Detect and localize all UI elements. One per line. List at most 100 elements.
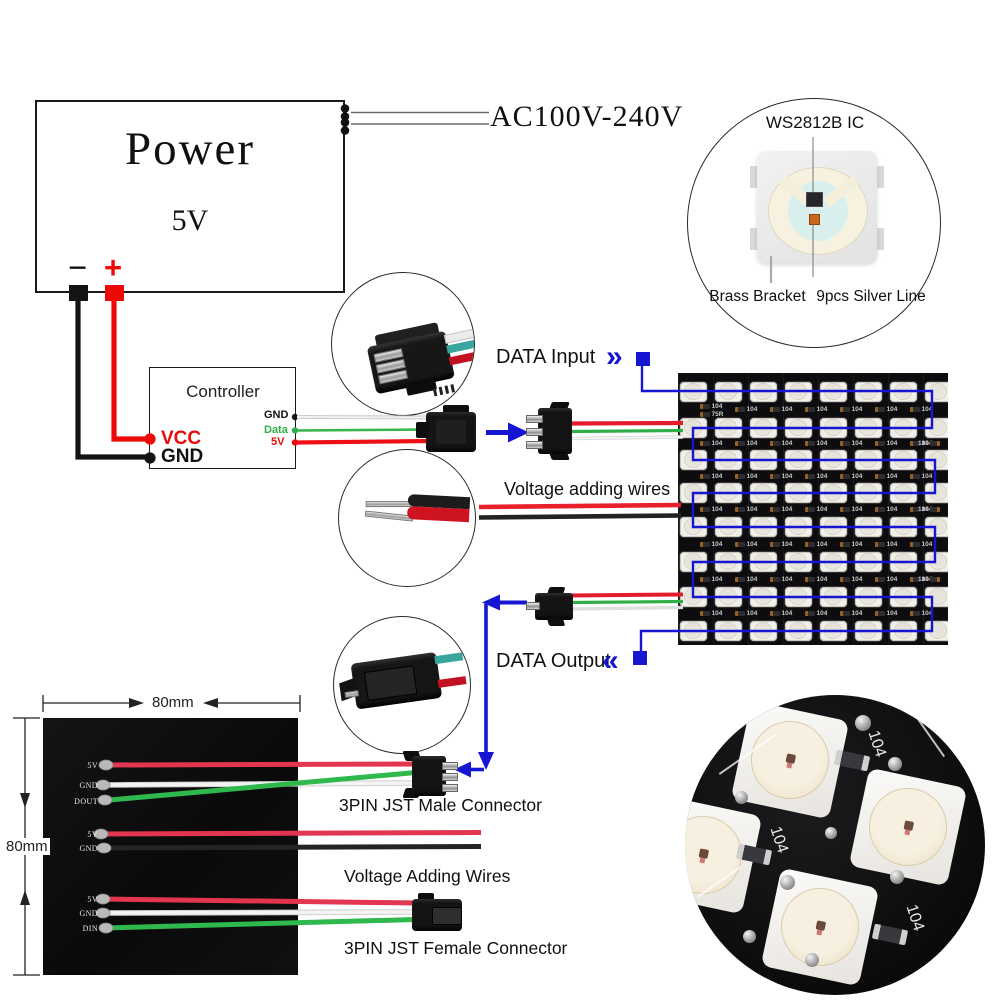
led-cell [749,418,777,438]
package-pad-icon [750,166,759,188]
closeup-led [730,700,850,820]
led-cell [749,517,777,537]
led-cell [749,621,777,641]
width-dimension-label: 80mm [150,694,196,711]
capacitor-104: 104 [735,541,757,548]
capacitor-104: 104 [840,610,862,617]
capacitor-104: 104 [700,541,722,548]
led-cell [784,483,812,503]
solder-blob [888,757,902,771]
led-cell [889,587,917,607]
led-cell [679,382,707,402]
led-cell [784,621,812,641]
led-cell [784,418,812,438]
solder-blob [805,953,819,967]
wire-label-5v: 5V [87,830,98,839]
capacitor-104: 104 [805,473,827,480]
data-output-chevrons-icon: « [602,644,619,677]
led-cell [854,587,882,607]
led-cell [679,418,707,438]
led-cell [924,552,948,572]
capacitor-104: 104 [700,473,722,480]
capacitor-104: 104 [770,541,792,548]
led-closeup-circle: 104 104 104 [685,695,985,995]
capacitor-104: 104 [805,506,827,513]
connector-pin-icon [526,441,543,449]
led-cell [679,517,707,537]
led-cell [819,552,847,572]
led-cell [714,450,742,470]
led-cell [749,450,777,470]
connector-pin-icon [526,428,543,436]
data-input-label: DATA Input [496,346,596,368]
capacitor-104: 104 [840,576,862,583]
led-cell [784,552,812,572]
closeup-led [760,867,880,987]
silver-line-label: 9pcs Silver Line [816,288,926,305]
package-pad-icon [750,228,759,250]
capacitor-104: 104 [700,610,722,617]
led-cell [819,450,847,470]
data-input-node-icon [636,352,650,366]
wire-label-gnd: GND [79,781,98,790]
capacitor-104: 104 [910,473,932,480]
voltage-adding-wires-label: Voltage adding wires [504,479,671,499]
led-cell [819,418,847,438]
led-cell [714,552,742,572]
led-die [809,214,820,225]
connector-pin-icon [442,784,458,792]
capacitor-104: 104 [840,473,862,480]
closeup-capacitor [871,923,909,946]
led-cell [889,382,917,402]
solder-blob [855,715,871,731]
power-voltage: 5V [171,204,209,237]
voltage-wires-label: Voltage Adding Wires [344,866,511,886]
led-cell [924,587,948,607]
capacitor-104: 104 [805,541,827,548]
capacitor-104: 104 [770,406,792,413]
capacitor-104: 104 [918,440,941,447]
capacitor-104: 104 [875,440,897,447]
led-cell [854,517,882,537]
voltage-adding-wire-photo [339,450,475,586]
led-cell [854,382,882,402]
female-jst-connector-photo [334,617,470,753]
data-output-label: DATA Output [496,650,611,672]
female-connector-label: 3PIN JST Female Connector [344,938,568,958]
data-output-node-icon [633,651,647,665]
led-cell [679,483,707,503]
solder-blob [735,791,748,804]
capacitor-104: 104 [918,576,941,583]
led-cell [819,382,847,402]
led-cell [784,517,812,537]
connector-pin-icon [526,415,543,423]
capacitor-104: 104 [805,440,827,447]
wire-label-gnd: GND [79,844,98,853]
brass-bracket-label: Brass Bracket [709,288,806,305]
capacitor-104: 104 [875,506,897,513]
wire-tip-icon [364,510,414,522]
minus-terminal-label: − [68,250,88,287]
led-cell [679,450,707,470]
voltage-wire-photo-circle [338,449,476,587]
led-cell [924,418,948,438]
capacitor-104: 104 [910,541,932,548]
capacitor-104: 104 [735,610,757,617]
chip-title: WS2812B IC [765,113,865,132]
package-pad-icon [875,166,884,188]
red-wire [406,506,470,523]
led-cell [854,450,882,470]
capacitor-104: 104 [805,576,827,583]
led-cell [924,450,948,470]
led-cell [714,517,742,537]
height-dimension-label: 80mm [4,838,50,855]
led-cell [749,552,777,572]
plus-terminal-label: + [104,250,123,285]
controller-gnd-label: GND [161,446,204,467]
capacitor-104: 104 [875,541,897,548]
led-cell [714,483,742,503]
capacitor-104: 104 [840,406,862,413]
male-jst-photo-circle [331,272,475,416]
